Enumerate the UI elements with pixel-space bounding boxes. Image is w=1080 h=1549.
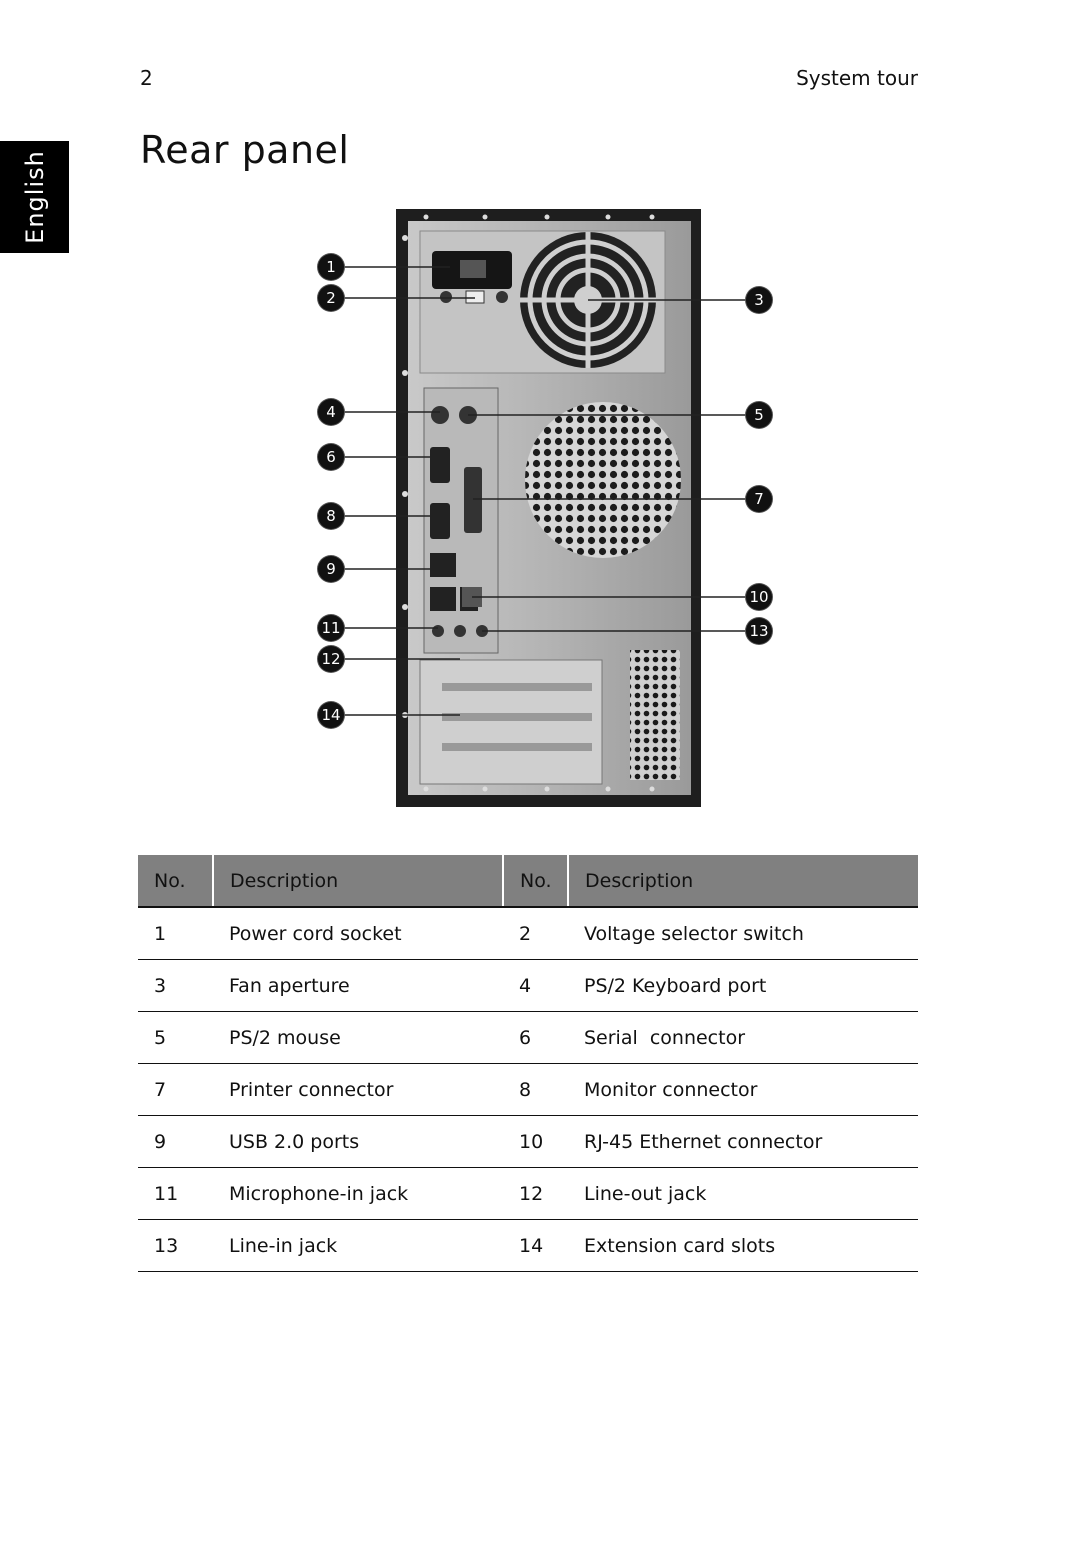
callout-10: 10: [746, 584, 772, 610]
item-description: Voltage selector switch: [568, 907, 918, 960]
item-number: 3: [138, 959, 213, 1012]
item-description: Extension card slots: [568, 1219, 918, 1272]
item-description: Line-in jack: [213, 1219, 503, 1272]
table-header-row: No. Description No. Description: [138, 855, 918, 908]
side-vent: [630, 650, 680, 780]
language-tab: English: [0, 141, 69, 253]
item-description: USB 2.0 ports: [213, 1115, 503, 1168]
item-description: Printer connector: [213, 1063, 503, 1116]
item-number: 14: [503, 1219, 568, 1272]
table-row: 7 Printer connector 8 Monitor connector: [138, 1063, 918, 1116]
callout-4: 4: [318, 399, 344, 425]
table-row: 13 Line-in jack 14 Extension card slots: [138, 1219, 918, 1272]
callout-6: 6: [318, 444, 344, 470]
item-number: 6: [503, 1011, 568, 1064]
component-legend-table: No. Description No. Description 1 Power …: [138, 855, 918, 1272]
item-number: 13: [138, 1219, 213, 1272]
item-number: 5: [138, 1011, 213, 1064]
header-no-1: No.: [138, 855, 213, 908]
header-description-1: Description: [212, 855, 503, 908]
item-description: RJ-45 Ethernet connector: [568, 1115, 918, 1168]
item-description: Monitor connector: [568, 1063, 918, 1116]
computer-rear-illustration: [343, 209, 747, 807]
language-tab-label: English: [20, 150, 49, 244]
callout-leader-lines: [343, 266, 747, 716]
item-number: 7: [138, 1063, 213, 1116]
callout-5: 5: [746, 402, 772, 428]
item-description: Power cord socket: [213, 907, 503, 960]
item-number: 4: [503, 959, 568, 1012]
callout-8: 8: [318, 503, 344, 529]
page-title: Rear panel: [140, 128, 350, 172]
item-description: PS/2 mouse: [213, 1011, 503, 1064]
case-fan-grille: [525, 402, 681, 558]
item-description: Serial connector: [568, 1011, 918, 1064]
item-number: 9: [138, 1115, 213, 1168]
table-row: 3 Fan aperture 4 PS/2 Keyboard port: [138, 959, 918, 1012]
voltage-switch-shape: [465, 290, 485, 304]
expansion-slots-shape: [419, 659, 603, 785]
table-row: 9 USB 2.0 ports 10 RJ-45 Ethernet connec…: [138, 1115, 918, 1168]
callout-2: 2: [318, 285, 344, 311]
table-row: 1 Power cord socket 2 Voltage selector s…: [138, 907, 918, 960]
header-description-2: Description: [567, 855, 918, 908]
item-description: Microphone-in jack: [213, 1167, 503, 1220]
table-row: 5 PS/2 mouse 6 Serial connector: [138, 1011, 918, 1064]
item-number: 10: [503, 1115, 568, 1168]
table-row: 11 Microphone-in jack 12 Line-out jack: [138, 1167, 918, 1220]
callout-7: 7: [746, 486, 772, 512]
item-description: Fan aperture: [213, 959, 503, 1012]
callout-12: 12: [318, 646, 344, 672]
callout-14: 14: [318, 702, 344, 728]
callout-9: 9: [318, 556, 344, 582]
item-description: PS/2 Keyboard port: [568, 959, 918, 1012]
callout-13: 13: [746, 618, 772, 644]
item-number: 12: [503, 1167, 568, 1220]
frame-screws: [402, 214, 655, 792]
item-number: 2: [503, 907, 568, 960]
callout-1: 1: [318, 254, 344, 280]
page-number: 2: [140, 66, 153, 90]
running-header-section: System tour: [796, 66, 918, 90]
item-number: 11: [138, 1167, 213, 1220]
item-description: Line-out jack: [568, 1167, 918, 1220]
rear-panel-figure: 1 2 3 4 5 6 7 8 9 10 11 12 13 14: [300, 205, 780, 830]
item-number: 1: [138, 907, 213, 960]
callout-3: 3: [746, 287, 772, 313]
item-number: 8: [503, 1063, 568, 1116]
header-no-2: No.: [502, 855, 568, 908]
callout-11: 11: [318, 615, 344, 641]
